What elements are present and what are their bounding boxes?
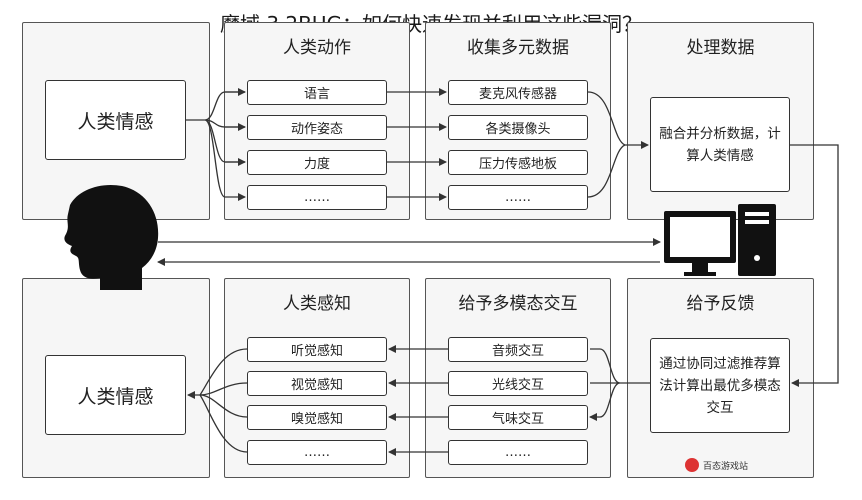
action-item-speech: 语言 — [247, 80, 387, 105]
feedback-panel-title: 给予反馈 — [686, 294, 755, 314]
interaction-item-light: 光线交互 — [448, 371, 588, 396]
collect-item-microphone: 麦克风传感器 — [448, 80, 588, 105]
collect-item-cameras: 各类摄像头 — [448, 115, 588, 140]
collect-merge-brace — [587, 91, 648, 198]
computer-icon — [664, 204, 776, 276]
feedback-fanout-brace — [590, 348, 650, 417]
watermark-text: 百态游戏站 — [703, 461, 749, 472]
feedback-text-box: 通过协同过滤推荐算法计算出最优多模态交互 — [650, 338, 790, 433]
collect-panel-title: 收集多元数据 — [467, 38, 569, 58]
perception-item-hearing: 听觉感知 — [247, 337, 387, 362]
watermark: 百态游戏站 — [685, 452, 775, 478]
interaction-item-scent: 气味交互 — [448, 405, 588, 430]
top-fanout-brace — [186, 91, 245, 197]
interaction-panel-title: 给予多模态交互 — [458, 294, 578, 314]
collect-item-pressure-floor: 压力传感地板 — [448, 150, 588, 175]
actions-panel-title: 人类动作 — [283, 38, 351, 58]
perception-item-vision: 视觉感知 — [247, 371, 387, 396]
action-item-more: …… — [247, 185, 387, 210]
process-to-feedback-line — [790, 144, 839, 387]
perception-merge-brace — [188, 348, 248, 453]
collect-item-more: …… — [448, 185, 588, 210]
perception-panel-title: 人类感知 — [283, 294, 351, 314]
watermark-logo-icon — [685, 458, 699, 472]
bottom-human-emotion: 人类情感 — [45, 355, 186, 435]
interaction-item-more: …… — [448, 440, 588, 465]
action-item-posture: 动作姿态 — [247, 115, 387, 140]
process-text-box: 融合并分析数据，计算人类情感 — [650, 97, 790, 192]
top-human-emotion: 人类情感 — [45, 80, 186, 160]
perception-item-smell: 嗅觉感知 — [247, 405, 387, 430]
human-head-icon — [64, 184, 159, 290]
action-item-force: 力度 — [247, 150, 387, 175]
perception-item-more: …… — [247, 440, 387, 465]
process-panel-title: 处理数据 — [686, 38, 755, 58]
interaction-item-audio: 音频交互 — [448, 337, 588, 362]
